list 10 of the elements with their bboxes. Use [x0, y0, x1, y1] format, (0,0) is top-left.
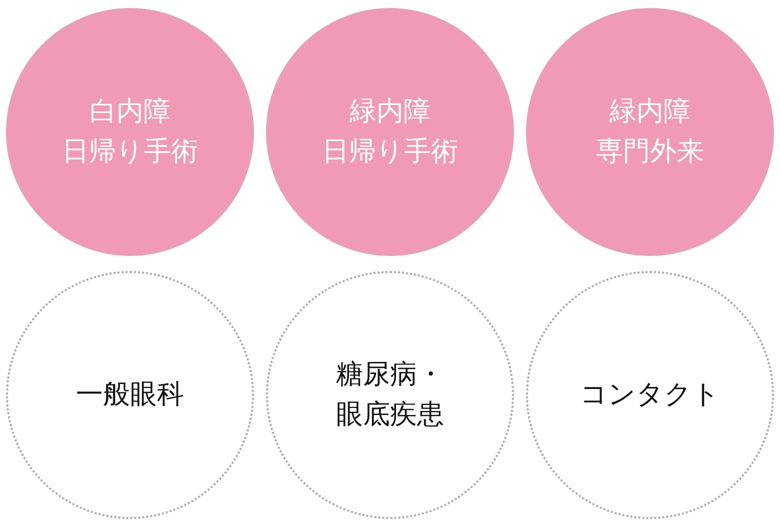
- circle-label: コンタクト: [580, 378, 720, 412]
- circle-label: 眼底疾患: [336, 398, 444, 432]
- circle-label: 白内障: [90, 95, 170, 129]
- circle-label: 糖尿病・: [336, 358, 444, 392]
- circle-label: 日帰り手術: [62, 135, 198, 169]
- circle-label: 専門外来: [596, 135, 704, 169]
- circle-label: 緑内障: [610, 95, 690, 129]
- circle-label: 日帰り手術: [322, 135, 458, 169]
- circle-label: 緑内障: [350, 95, 430, 129]
- circle-label: 一般眼科: [76, 378, 184, 412]
